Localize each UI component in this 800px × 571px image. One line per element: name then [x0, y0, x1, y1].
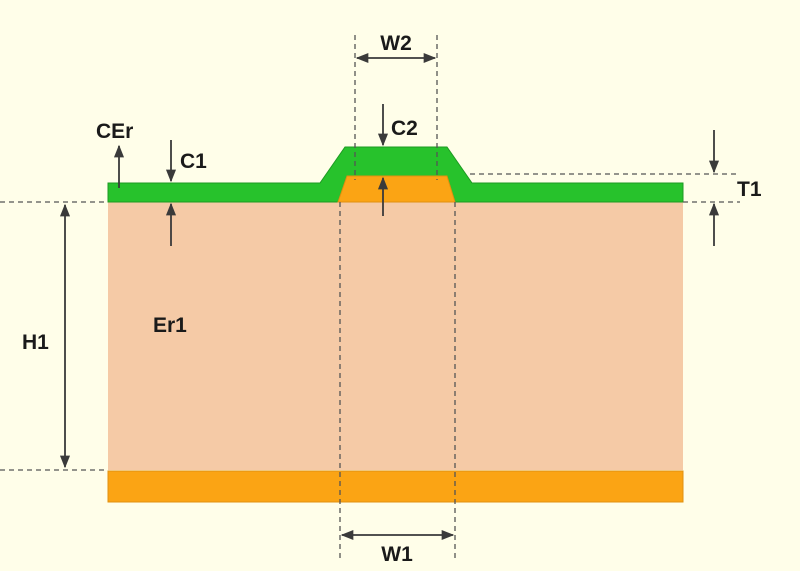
dielectric-substrate [108, 202, 683, 470]
label-er1: Er1 [153, 314, 187, 337]
label-h1: H1 [22, 331, 49, 354]
label-c2: C2 [391, 117, 418, 140]
ground-plane-copper [107, 470, 684, 503]
label-cer: CEr [96, 120, 133, 143]
label-t1: T1 [737, 178, 762, 201]
label-w2: W2 [380, 32, 412, 55]
label-w1: W1 [381, 543, 413, 566]
label-c1: C1 [180, 150, 207, 173]
